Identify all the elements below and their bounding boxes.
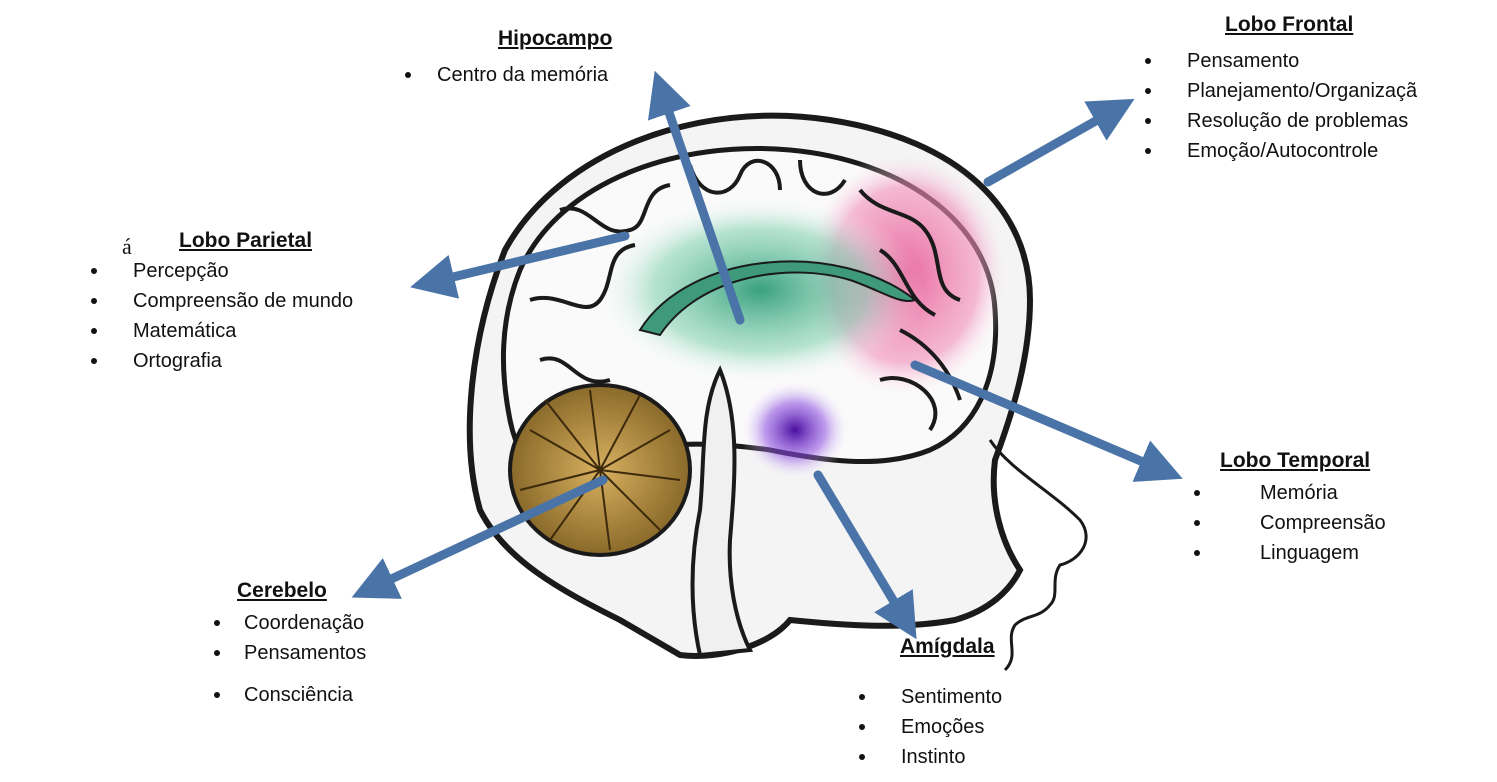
label-lobo-parietal: Lobo Parietal [179, 228, 312, 254]
list-item: Percepção [133, 256, 353, 286]
list-item: Emoções [901, 712, 1002, 742]
title-lobo-frontal: Lobo Frontal [1225, 12, 1353, 38]
list-hipocampo: Centro da memória [437, 60, 608, 90]
list-cerebelo: Coordenação Pensamentos Consciência [244, 608, 366, 710]
label-hipocampo: Hipocampo [498, 26, 612, 52]
list-item: Ortografia [133, 346, 353, 376]
label-lobo-temporal: Lobo Temporal [1220, 448, 1370, 474]
title-cerebelo: Cerebelo [237, 578, 327, 604]
list-item: Sentimento [901, 682, 1002, 712]
label-lobo-frontal: Lobo Frontal [1225, 12, 1353, 38]
list-item: Compreensão de mundo [133, 286, 353, 316]
list-item: Instinto [901, 742, 1002, 772]
list-item: Planejamento/Organizaçã [1187, 76, 1417, 106]
label-amigdala: Amígdala [900, 634, 995, 660]
label-cerebelo: Cerebelo [237, 578, 327, 604]
title-lobo-temporal: Lobo Temporal [1220, 448, 1370, 474]
list-item: Resolução de problemas [1187, 106, 1417, 136]
list-item: Centro da memória [437, 60, 608, 90]
list-item: Pensamento [1187, 46, 1417, 76]
list-lobo-parietal: Percepção Compreensão de mundo Matemátic… [133, 256, 353, 376]
list-amigdala: Sentimento Emoções Instinto [901, 682, 1002, 772]
title-amigdala: Amígdala [900, 634, 995, 660]
arrow-lobo-frontal [988, 110, 1115, 182]
list-item: Matemática [133, 316, 353, 346]
title-hipocampo: Hipocampo [498, 26, 612, 52]
amygdala-highlight [740, 380, 850, 480]
list-item: Coordenação [244, 608, 366, 638]
list-lobo-temporal: Memória Compreensão Linguagem [1260, 478, 1386, 568]
title-lobo-parietal: Lobo Parietal [179, 228, 312, 254]
list-lobo-frontal: Pensamento Planejamento/Organizaçã Resol… [1187, 46, 1417, 166]
list-item: Emoção/Autocontrole [1187, 136, 1417, 166]
stray-character: á [122, 234, 132, 260]
list-item: Consciência [244, 680, 366, 710]
list-item: Memória [1260, 478, 1386, 508]
list-item: Compreensão [1260, 508, 1386, 538]
list-item: Linguagem [1260, 538, 1386, 568]
list-item: Pensamentos [244, 638, 366, 668]
